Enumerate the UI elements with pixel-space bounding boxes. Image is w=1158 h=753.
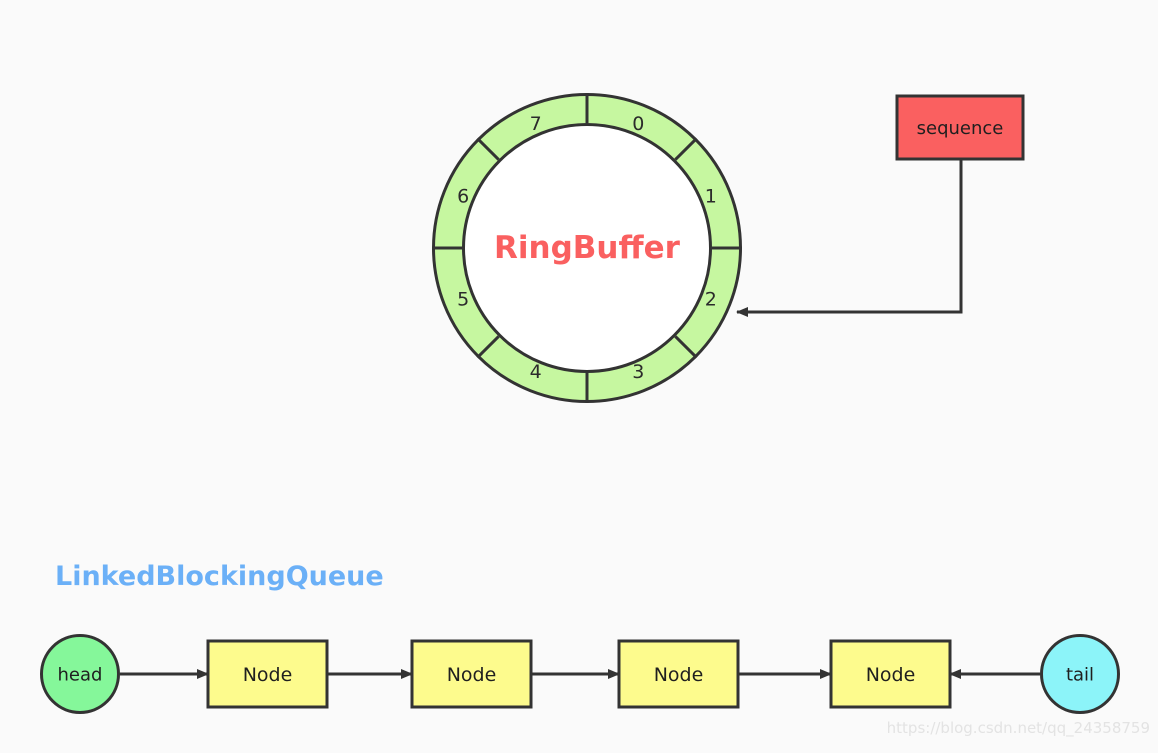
ringbuffer-slot-3: 3 <box>632 361 644 383</box>
queue-node[interactable]: Node <box>829 639 952 709</box>
queue-node-label: Node <box>654 664 704 686</box>
queue-node[interactable]: Node <box>206 639 329 709</box>
tail-circle[interactable] <box>1040 634 1120 714</box>
tail-label: tail <box>1066 665 1094 686</box>
queue-node-box[interactable] <box>617 639 740 709</box>
sequence-box[interactable] <box>895 94 1025 161</box>
queue-node[interactable]: Node <box>410 639 533 709</box>
queue-node-list: Node Node Node Node <box>206 639 952 709</box>
ringbuffer-slot-7: 7 <box>530 113 542 135</box>
ringbuffer-slot-5: 5 <box>457 288 469 310</box>
head-circle[interactable] <box>40 634 120 714</box>
ringbuffer-slot-divider <box>476 137 500 161</box>
ringbuffer-slot-dividers <box>432 93 742 403</box>
ringbuffer-inner-circle <box>462 123 712 373</box>
head-label: head <box>58 665 103 686</box>
ringbuffer-slot-1: 1 <box>705 186 717 208</box>
watermark-text: https://blog.csdn.net/qq_24358759 <box>887 719 1150 738</box>
ringbuffer-slot-divider <box>674 335 698 359</box>
sequence-pointer-group[interactable]: sequence <box>736 94 1025 317</box>
queue-node-label: Node <box>866 664 916 686</box>
queue-node-label: Node <box>243 664 293 686</box>
queue-node-box[interactable] <box>206 639 329 709</box>
sequence-pointer-arrow <box>736 159 963 317</box>
ringbuffer-slot-2: 2 <box>705 288 717 310</box>
queue-node-box[interactable] <box>829 639 952 709</box>
ringbuffer-slot-6: 6 <box>457 186 469 208</box>
ringbuffer-slot-0: 0 <box>632 113 644 135</box>
ringbuffer-diagram: 0 1 2 3 4 5 6 7 RingBuffer <box>432 93 742 403</box>
ringbuffer-slot-labels: 0 1 2 3 4 5 6 7 <box>457 113 717 383</box>
ringbuffer-title: RingBuffer <box>494 230 681 266</box>
sequence-label: sequence <box>917 118 1004 139</box>
ringbuffer-slot-divider <box>476 335 500 359</box>
ringbuffer-slot-divider <box>674 137 698 161</box>
queue-node-label: Node <box>447 664 497 686</box>
queue-node[interactable]: Node <box>617 639 740 709</box>
linkedblockingqueue-title: LinkedBlockingQueue <box>55 561 384 592</box>
ringbuffer-slot-4: 4 <box>530 361 542 383</box>
queue-node-box[interactable] <box>410 639 533 709</box>
